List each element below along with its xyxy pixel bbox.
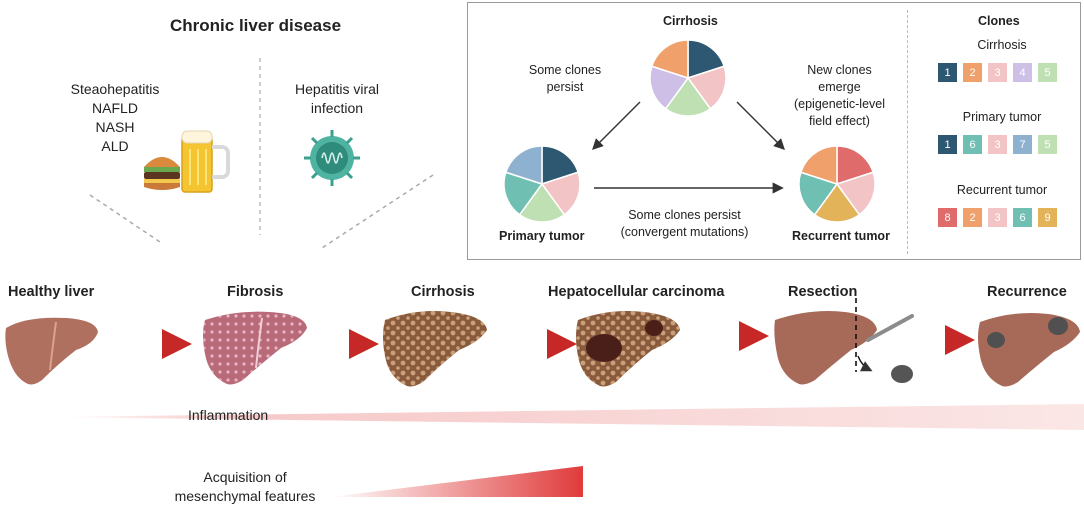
fibrosis-liver-icon	[203, 311, 307, 385]
clone-swatch: 1	[938, 135, 957, 154]
clone-swatch: 7	[1013, 135, 1032, 154]
new-clones-text: New clones emerge (epigenetic-level fiel…	[782, 62, 897, 130]
new-clones-1: New clones	[807, 63, 872, 77]
new-clones-2: emerge	[818, 80, 861, 94]
recurrent-tumor-mass-2	[1048, 317, 1068, 335]
clone-swatch: 1	[938, 63, 957, 82]
resected-tumor	[891, 365, 913, 383]
healthy-liver-icon	[5, 317, 98, 385]
stage-cirrhosis: Cirrhosis	[411, 284, 475, 300]
stage-healthy-liver: Healthy liver	[8, 284, 95, 300]
pie-slice-clone-6	[798, 171, 839, 216]
inflammation-gradient	[52, 404, 1084, 430]
cirrhosis-pie-label: Cirrhosis	[663, 14, 718, 28]
legend-group-label: Primary tumor	[962, 110, 1042, 124]
panel-divider	[907, 10, 908, 254]
pie-slice-clone-2	[799, 145, 838, 186]
persist-bottom-text: Some clones persist (convergent mutation…	[602, 207, 767, 241]
stage-fibrosis: Fibrosis	[227, 284, 284, 300]
tumor-mass-small	[645, 320, 663, 336]
recurrent-tumor-label: Recurrent tumor	[792, 229, 890, 243]
recurrence-liver-icon	[978, 313, 1080, 387]
cirrhosis-liver-icon	[383, 311, 487, 387]
pie-slice-clone-2	[650, 39, 689, 80]
clone-swatch: 3	[988, 135, 1007, 154]
pie-slice-clone-3	[540, 171, 581, 216]
cirrhosis-pie	[649, 39, 727, 117]
recurrent-tumor-pie	[798, 145, 876, 223]
viral-line-2: infection	[310, 100, 364, 116]
resection-liver-icon	[774, 298, 914, 385]
pie-slice-clone-5	[664, 76, 712, 117]
legend-group-label: Cirrhosis	[977, 38, 1027, 52]
clone-swatch: 9	[1038, 208, 1057, 227]
cause-nash: NASH	[95, 119, 135, 135]
cause-steatohepatitis: Steaohepatitis	[70, 81, 160, 97]
clone-swatch: 2	[963, 63, 982, 82]
stage-resection: Resection	[788, 284, 858, 300]
legend-group-label: Recurrent tumor	[956, 183, 1048, 197]
persist-bottom-2: (convergent mutations)	[620, 225, 749, 239]
persist-left-text: Some clones persist	[515, 62, 615, 96]
persist-left-2: persist	[546, 80, 584, 94]
pie-slice-clone-6	[503, 171, 544, 216]
new-clones-4: field effect)	[809, 114, 870, 128]
inflammation-label: Inflammation	[188, 407, 269, 423]
arrow-to-primary	[592, 101, 641, 150]
clone-swatch: 2	[963, 208, 982, 227]
mesenchymal-line-1: Acquisition of	[203, 469, 287, 485]
clone-swatch: 3	[988, 63, 1007, 82]
stage-hcc: Hepatocellular carcinoma	[548, 284, 725, 300]
clone-swatch: 5	[1038, 63, 1057, 82]
pie-slice-clone-5	[518, 182, 566, 223]
persist-left-1: Some clones	[528, 63, 602, 77]
clone-swatch: 6	[963, 135, 982, 154]
funnel-lines	[89, 58, 434, 249]
primary-tumor-label: Primary tumor	[499, 229, 585, 243]
mesenchymal-gradient	[330, 466, 583, 497]
pie-slice-clone-4	[649, 65, 690, 110]
hepatitis-virus-icon	[304, 130, 360, 186]
burger-beer-icon	[144, 130, 230, 193]
clone-swatch: 5	[1038, 135, 1057, 154]
new-clones-3: (epigenetic-level	[793, 97, 886, 111]
clone-swatch: 6	[1013, 208, 1032, 227]
clones-legend-title: Clones	[978, 14, 1020, 28]
metabolic-causes: Steaohepatitis NAFLD NASH ALD	[55, 80, 175, 156]
pie-slice-clone-7	[504, 145, 543, 186]
mesenchymal-line-2: mesenchymal features	[174, 488, 316, 504]
pie-slice-clone-3	[686, 65, 727, 110]
chronic-disease-title: Chronic liver disease	[170, 16, 342, 35]
clone-pies	[503, 39, 876, 223]
tumor-mass	[586, 334, 622, 362]
recurrent-tumor-mass	[987, 332, 1005, 348]
arrow-to-recurrent	[736, 101, 785, 150]
primary-tumor-pie	[503, 145, 581, 223]
mesenchymal-label: Acquisition of mesenchymal features	[160, 468, 330, 506]
pie-slice-clone-3	[835, 171, 876, 216]
clone-swatch: 8	[938, 208, 957, 227]
viral-line-1: Hepatitis viral	[294, 81, 380, 97]
viral-cause: Hepatitis viral infection	[272, 80, 402, 118]
clone-swatch: 4	[1013, 63, 1032, 82]
stage-recurrence: Recurrence	[987, 284, 1067, 300]
cause-ald: ALD	[101, 138, 129, 154]
hcc-liver-icon	[576, 311, 680, 387]
clone-swatch: 3	[988, 208, 1007, 227]
cause-nafld: NAFLD	[92, 100, 138, 116]
scalpel-icon	[866, 314, 914, 342]
persist-bottom-1: Some clones persist	[628, 208, 741, 222]
pie-slice-clone-9	[813, 182, 861, 223]
